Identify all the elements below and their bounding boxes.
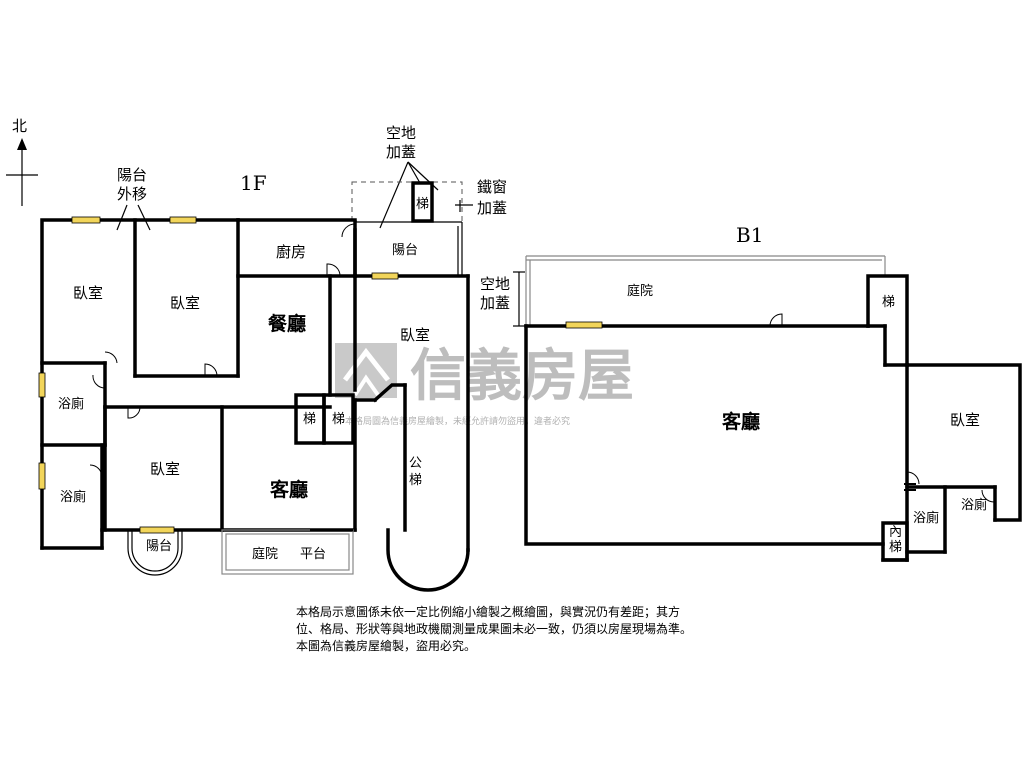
watermark: 信義房屋 本格局圖為信義房屋繪製，未經允許請勿盜用，違者必究 bbox=[335, 343, 634, 427]
north-arrow-icon bbox=[6, 138, 38, 206]
floor1-stairs-b: 梯 bbox=[332, 412, 345, 427]
watermark-notice: 本格局圖為信義房屋繪製，未經允許請勿盜用，違者必究 bbox=[345, 415, 570, 427]
floorB1-bath-b: 浴廁 bbox=[961, 497, 987, 513]
floor1-stairs-top: 梯 bbox=[416, 197, 429, 212]
annotB1-open-roof-2: 加蓋 bbox=[480, 294, 510, 312]
floor1-bedroom-b: 臥室 bbox=[170, 294, 200, 312]
floorB1-stairs: 梯 bbox=[882, 295, 895, 310]
floor1-platform: 平台 bbox=[300, 547, 326, 562]
floorB1-bath-a: 浴廁 bbox=[913, 510, 939, 526]
disclaimer-line-1: 本格局示意圖係未依一定比例縮小繪製之概繪圖，與實況仍有差距；其方 bbox=[296, 605, 681, 619]
floor1-dining: 餐廳 bbox=[268, 312, 306, 335]
floorB1-living: 客廳 bbox=[722, 410, 760, 433]
annot-open-roof-2: 加蓋 bbox=[386, 143, 416, 161]
floor1-kitchen: 廚房 bbox=[276, 243, 306, 261]
floor1-walls bbox=[40, 218, 470, 552]
floorB1-inner-stairs-2: 梯 bbox=[889, 540, 902, 555]
floor1-bedroom-a: 臥室 bbox=[73, 284, 103, 302]
disclaimer: 本格局示意圖係未依一定比例縮小繪製之概繪圖，與實況仍有差距；其方 位、格局、形狀… bbox=[296, 604, 776, 655]
floorB1-title: B1 bbox=[736, 223, 763, 247]
annot-iron-window-1: 鐵窗 bbox=[477, 178, 507, 196]
floor1-public-stairs-2: 梯 bbox=[409, 473, 422, 488]
compass-north-label: 北 bbox=[12, 117, 27, 135]
floor1-stairs-a: 梯 bbox=[303, 412, 316, 427]
floor1-balcony-bottom: 陽台 bbox=[146, 539, 172, 554]
watermark-brand: 信義房屋 bbox=[410, 344, 634, 409]
disclaimer-line-2: 位、格局、形狀等與地政機關測量成果圖未必一致，仍須以房屋現場為準。 bbox=[296, 622, 693, 636]
floor1-bedroom-c: 臥室 bbox=[400, 326, 430, 344]
annotB1-open-roof-1: 空地 bbox=[480, 275, 510, 293]
floor1-bedroom-d: 臥室 bbox=[150, 460, 180, 478]
floor1-title: 1F bbox=[240, 171, 267, 195]
floor1-bath-a: 浴廁 bbox=[58, 396, 84, 412]
floorB1-courtyard: 庭院 bbox=[627, 283, 653, 299]
watermark-logo-icon bbox=[335, 343, 397, 398]
floorB1-bedroom: 臥室 bbox=[950, 411, 980, 429]
annot-balcony-moved-1: 陽台 bbox=[117, 166, 147, 184]
floor1-courtyard: 庭院 bbox=[252, 546, 278, 562]
annot-open-roof-1: 空地 bbox=[386, 124, 416, 142]
floor1-balcony-top: 陽台 bbox=[392, 243, 418, 258]
floorB1-inner-stairs-1: 內 bbox=[889, 525, 902, 540]
floor1-living: 客廳 bbox=[270, 478, 308, 501]
annot-iron-window-2: 加蓋 bbox=[477, 199, 507, 217]
floor1-public-stairs-1: 公 bbox=[409, 456, 422, 471]
annot-balcony-moved-2: 外移 bbox=[117, 185, 147, 203]
floorB1-walls bbox=[524, 255, 1022, 562]
floor1-bath-b: 浴廁 bbox=[60, 489, 86, 505]
disclaimer-line-3: 本圖為信義房屋繪製，盜用必究。 bbox=[296, 639, 477, 653]
